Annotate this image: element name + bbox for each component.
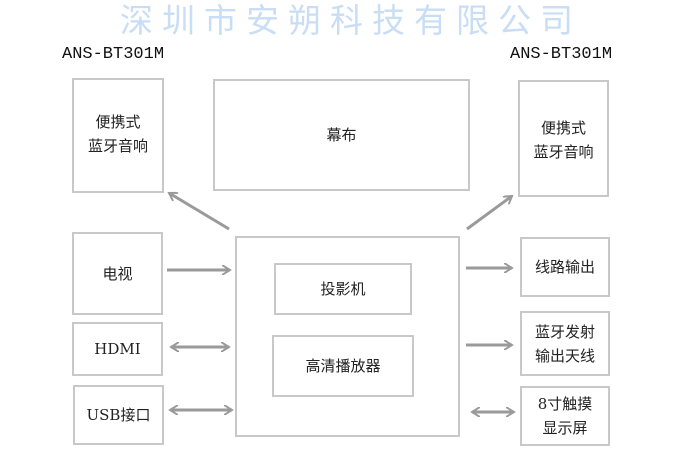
projector-box: 投影机: [274, 263, 412, 315]
main-unit-box: [235, 236, 460, 437]
bt-antenna-label: 蓝牙发射 输出天线: [534, 322, 595, 365]
screen-label: 幕布: [326, 126, 357, 144]
player-label: 高清播放器: [305, 357, 381, 375]
line-out-label: 线路输出: [534, 258, 595, 276]
projector-label: 投影机: [320, 280, 366, 298]
right-model-label: ANS-BT301M: [510, 45, 613, 64]
tv-label: 电视: [102, 264, 133, 283]
right-speaker-box: 便携式 蓝牙音响: [518, 80, 609, 197]
left-speaker-box: 便携式 蓝牙音响: [72, 78, 164, 193]
hdmi-box: HDMI: [72, 322, 163, 376]
usb-box: USB接口: [73, 385, 164, 445]
player-box: 高清播放器: [272, 335, 414, 397]
right-speaker-label: 便携式 蓝牙音响: [533, 119, 594, 161]
line-out-box: 线路输出: [520, 237, 610, 297]
left-speaker-label: 便携式 蓝牙音响: [87, 113, 148, 155]
screen-box: 幕布: [213, 79, 470, 191]
left-model-label: ANS-BT301M: [62, 45, 165, 64]
arrow-to-left-speaker: [169, 191, 230, 231]
touch-screen-label: 8寸触摸 显示屏: [537, 395, 593, 437]
usb-label: USB接口: [86, 406, 151, 424]
touch-screen-box: 8寸触摸 显示屏: [520, 386, 610, 446]
tv-box: 电视: [72, 232, 163, 315]
watermark: 深圳市安朔科技有限公司: [120, 1, 582, 40]
bt-antenna-box: 蓝牙发射 输出天线: [520, 311, 610, 376]
hdmi-label: HDMI: [94, 340, 141, 358]
arrow-to-right-speaker: [466, 194, 512, 231]
